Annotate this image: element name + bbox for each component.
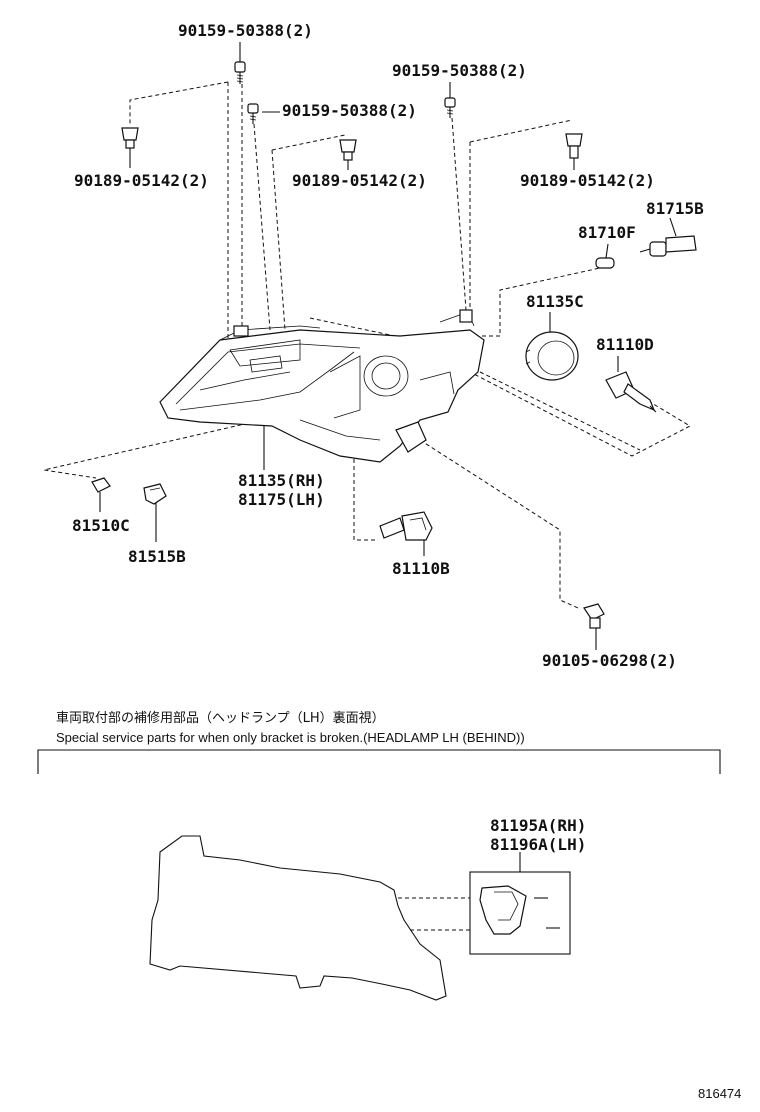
headlamp-outline-behind [149,835,447,1001]
label-90159-top: 90159-50388(2) [178,21,313,40]
label-81510C: 81510C [72,516,130,535]
label-81135RH: 81135(RH) [238,471,325,490]
label-90189-left: 90189-05142(2) [74,171,209,190]
screw-90159-mid [247,103,259,124]
screw-90159-right [444,97,456,118]
bracket-box [398,852,571,955]
note-japanese: 車両取付部の補修用部品（ヘッドランプ（LH）裏面視） [56,711,385,726]
label-81110D: 81110D [596,335,654,354]
label-81710F: 81710F [578,223,636,242]
label-81196A: 81196A(LH) [490,835,586,854]
label-90159-right: 90159-50388(2) [392,61,527,80]
screw-90159-top [234,61,246,84]
clip-90189-mid [339,139,357,161]
label-81515B: 81515B [128,547,186,566]
label-90189-mid: 90189-05142(2) [292,171,427,190]
bracket-detail-frame [37,749,721,774]
clip-90189-left [121,127,139,149]
label-90189-right: 90189-05142(2) [520,171,655,190]
cap-81510C [91,477,111,493]
label-81195A: 81195A(RH) [490,816,586,835]
label-81110B: 81110B [392,559,450,578]
headlamp-assembly [159,309,485,463]
clip-90189-right [565,133,583,159]
label-81715B: 81715B [646,199,704,218]
label-81175LH: 81175(LH) [238,490,325,509]
bulb-81710F [595,243,615,269]
label-81135C: 81135C [526,292,584,311]
bulb-81110B [379,511,433,541]
cover-81135C [525,331,579,381]
bulb-81110D [605,371,657,413]
label-90159-mid: 90159-50388(2) [282,101,417,120]
socket-81515B [143,483,167,505]
screw-90105 [583,603,605,629]
label-90105: 90105-06298(2) [542,651,677,670]
catalog-number: 816474 [698,1086,741,1101]
note-english: Special service parts for when only brac… [56,730,525,745]
bulb-81715B [639,217,697,257]
